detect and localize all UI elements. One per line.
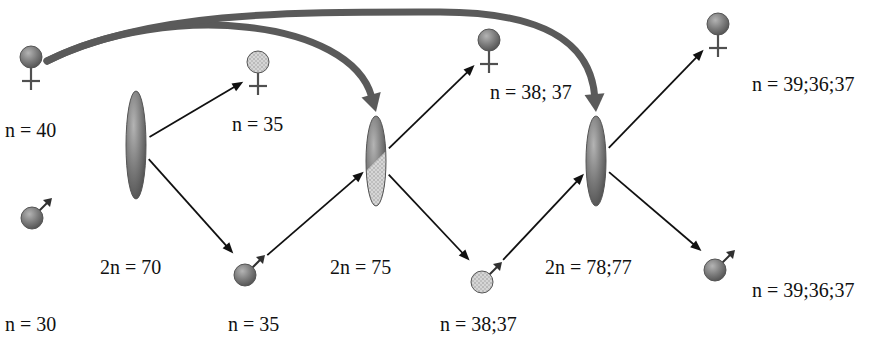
arrow-shaft xyxy=(609,57,697,148)
male-symbol: n = 30 xyxy=(20,198,52,230)
shape-outline xyxy=(245,50,271,96)
arrow-head xyxy=(464,65,475,76)
shape-outline xyxy=(470,262,502,294)
chromosome-count: 2n = 70 xyxy=(100,255,161,279)
female-symbol: n = 39;36;37 xyxy=(705,12,731,58)
gamete-arrow xyxy=(609,50,704,148)
arrow-head xyxy=(585,93,605,112)
shape-outline xyxy=(125,90,147,200)
gamete-arrow xyxy=(149,159,234,253)
chromosome-count: n = 35 xyxy=(228,312,279,336)
chromosome-count: n = 30 xyxy=(5,312,56,336)
male-symbol: n = 39;36;37 xyxy=(703,250,735,282)
chromosome-count: n = 38; 37 xyxy=(490,80,572,104)
arrow-head xyxy=(573,174,584,185)
chromosome-count: n = 38;37 xyxy=(440,312,517,336)
curve-shaft xyxy=(47,25,372,96)
arrow-head xyxy=(693,50,704,61)
chromosome-count: 2n = 78;77 xyxy=(545,255,632,279)
gamete-arrow xyxy=(389,65,475,148)
chromosome-count: n = 35 xyxy=(232,112,283,136)
chromosome-count: 2n = 75 xyxy=(330,255,391,279)
gamete-arrow xyxy=(389,175,470,261)
shape-outline xyxy=(18,45,44,91)
arrow-head xyxy=(223,242,234,253)
arrow-shaft xyxy=(150,87,235,137)
gamete-arrow xyxy=(609,172,701,251)
chromosome-count: n = 39;36;37 xyxy=(752,278,854,302)
shape-outline xyxy=(585,115,607,207)
arrow-head xyxy=(232,82,244,91)
shape-outline xyxy=(365,115,387,207)
shape-outline xyxy=(705,12,731,58)
arrow-shaft xyxy=(267,178,356,255)
shape-outline xyxy=(233,255,265,287)
shape-outline xyxy=(20,198,52,230)
chromosome-count: n = 39;36;37 xyxy=(752,72,854,96)
zygote-oval: 2n = 75 xyxy=(365,115,387,207)
arrow-head xyxy=(361,92,380,112)
arrow-head xyxy=(459,249,470,260)
arrow-shaft xyxy=(609,172,694,244)
female-symbol: n = 35 xyxy=(245,50,271,96)
gamete-arrow xyxy=(267,172,363,256)
chromosome-count: n = 40 xyxy=(5,118,56,142)
arrow-head xyxy=(690,240,701,251)
arrow-shaft xyxy=(503,181,577,260)
female-symbol: n = 38; 37 xyxy=(476,28,502,74)
gamete-arrow xyxy=(503,174,584,260)
male-symbol: n = 35 xyxy=(233,255,265,287)
arrow-shaft xyxy=(389,175,463,254)
zygote-oval: 2n = 78;77 xyxy=(585,115,607,207)
gamete-arrow xyxy=(150,82,244,137)
male-symbol: n = 38;37 xyxy=(470,262,502,294)
female-symbol: n = 40 xyxy=(18,45,44,91)
inheritance-arrow xyxy=(47,12,604,112)
arrow-shaft xyxy=(149,159,227,246)
arrow-head xyxy=(352,172,363,183)
zygote-oval: 2n = 70 xyxy=(125,90,147,200)
shape-outline xyxy=(703,250,735,282)
shape-outline xyxy=(476,28,502,74)
arrow-shaft xyxy=(389,72,468,148)
